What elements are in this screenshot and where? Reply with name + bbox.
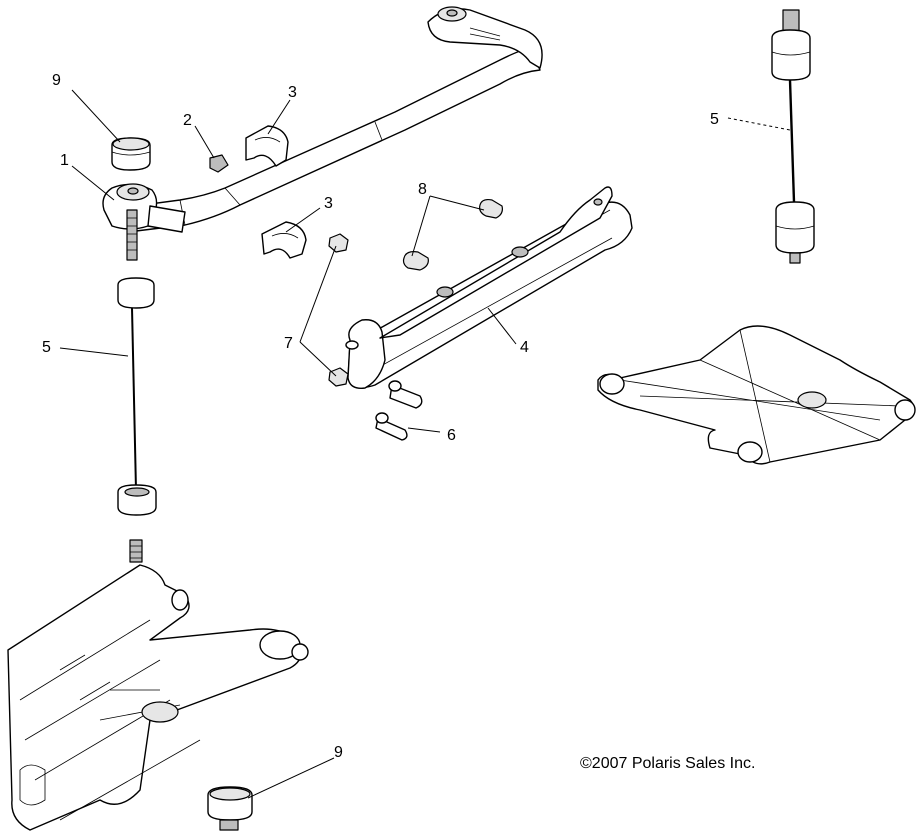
link-rod-right <box>771 9 815 264</box>
callout-3-lower: 3 <box>324 195 333 212</box>
callout-1: 1 <box>60 152 69 169</box>
swing-arm-right <box>597 325 916 465</box>
clamp-lower <box>261 221 307 259</box>
callout-3-upper: 3 <box>288 84 297 101</box>
bushing-top <box>111 137 151 171</box>
swing-arm-lower-left <box>7 564 309 831</box>
callout-5-right: 5 <box>710 111 719 128</box>
leader-lines <box>59 89 791 799</box>
callout-labels: 9 1 2 3 3 5 5 8 7 4 6 9 <box>42 72 719 761</box>
nuts <box>328 233 349 387</box>
callout-2: 2 <box>183 112 192 129</box>
clamp-upper <box>245 125 289 167</box>
stabilizer-bar <box>102 6 543 233</box>
bolt <box>209 154 229 173</box>
bolts <box>375 380 423 441</box>
copyright-notice: ©2007 Polaris Sales Inc. <box>580 755 755 772</box>
callout-9-bottom: 9 <box>334 744 343 761</box>
callout-4: 4 <box>520 339 529 356</box>
callout-8: 8 <box>418 181 427 198</box>
callout-9-top: 9 <box>52 72 61 89</box>
callout-5-left: 5 <box>42 339 51 356</box>
rail-mount <box>345 186 633 389</box>
callout-6: 6 <box>447 427 456 444</box>
link-rod-left <box>117 209 157 563</box>
callout-7: 7 <box>284 335 293 352</box>
bushing-bottom <box>207 786 253 831</box>
grommets <box>402 198 503 271</box>
